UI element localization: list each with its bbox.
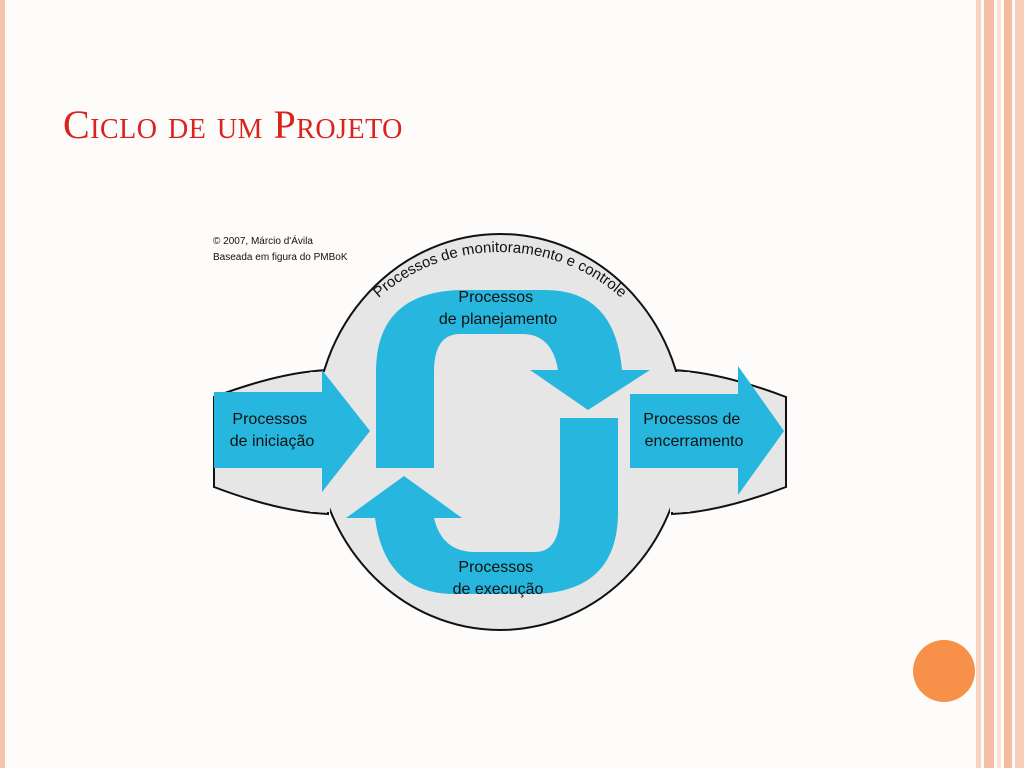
left-border <box>0 0 5 768</box>
closing-arrow <box>630 366 784 495</box>
project-cycle-diagram: Processos de monitoramento e controle Pr… <box>213 233 787 631</box>
planning-label: Processos de planejamento <box>439 289 557 328</box>
source-line: Baseada em figura do PMBoK <box>213 252 348 263</box>
slide-title: Ciclo de um Projeto <box>63 102 403 147</box>
execution-arrow <box>346 418 618 594</box>
copyright-note: © 2007, Márcio d'Ávila Baseada em figura… <box>213 234 348 266</box>
closing-label: Processos de encerramento <box>643 411 744 450</box>
initiation-label: Processos de iniciação <box>230 411 315 450</box>
execution-label: Processos de execução <box>453 559 544 598</box>
initiation-arrow <box>214 370 370 492</box>
copyright-line: © 2007, Márcio d'Ávila <box>213 236 313 247</box>
decorative-orange-circle <box>913 640 975 702</box>
planning-arrow <box>376 290 650 468</box>
right-decorative-stripes <box>976 0 1024 768</box>
